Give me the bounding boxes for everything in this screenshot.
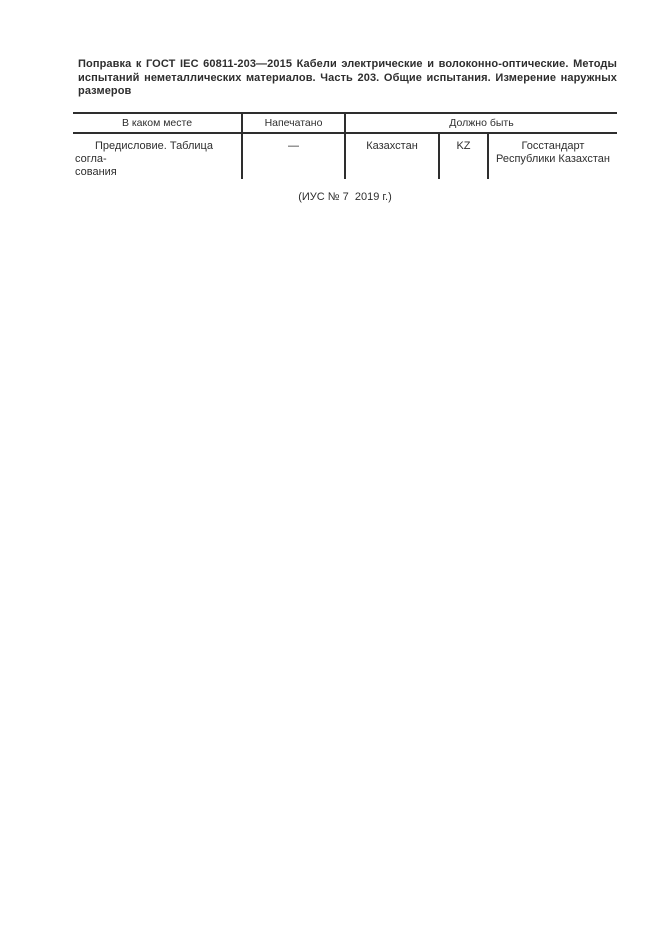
location-line-1: Предисловие. Таблица согла- <box>75 139 213 165</box>
col-header-location: В каком месте <box>73 112 243 134</box>
table-header-row: В каком месте Напечатано Должно быть <box>73 112 617 134</box>
title-line-3: размеров <box>78 85 132 97</box>
location-line-2: сования <box>75 165 117 178</box>
cell-country: Казахстан <box>345 132 440 179</box>
col-header-printed: Напечатано <box>242 112 346 134</box>
correction-content: Поправка к ГОСТ IEC 60811-203—2015 Кабел… <box>73 58 617 203</box>
title-line-1: Поправка к ГОСТ IEC 60811-203—2015 Кабел… <box>78 58 617 70</box>
cell-location: Предисловие. Таблица согла- сования <box>73 132 243 179</box>
table-data-row: Предисловие. Таблица согла- сования — Ка… <box>73 132 617 179</box>
authority-line-1: Госстандарт <box>521 139 585 152</box>
correction-title: Поправка к ГОСТ IEC 60811-203—2015 Кабел… <box>78 58 617 99</box>
cell-printed: — <box>242 132 346 179</box>
title-line-2: испытаний неметаллических материалов. Ча… <box>78 71 617 84</box>
cell-country-code: KZ <box>439 132 489 179</box>
col-header-should-be: Должно быть <box>345 112 617 134</box>
cell-authority: Госстандарт Республики Казахстан <box>488 133 617 179</box>
correction-table: В каком месте Напечатано Должно быть Пре… <box>73 111 617 179</box>
issue-note: (ИУС № 7 2019 г.) <box>298 190 392 203</box>
authority-line-2: Республики Казахстан <box>496 152 610 165</box>
